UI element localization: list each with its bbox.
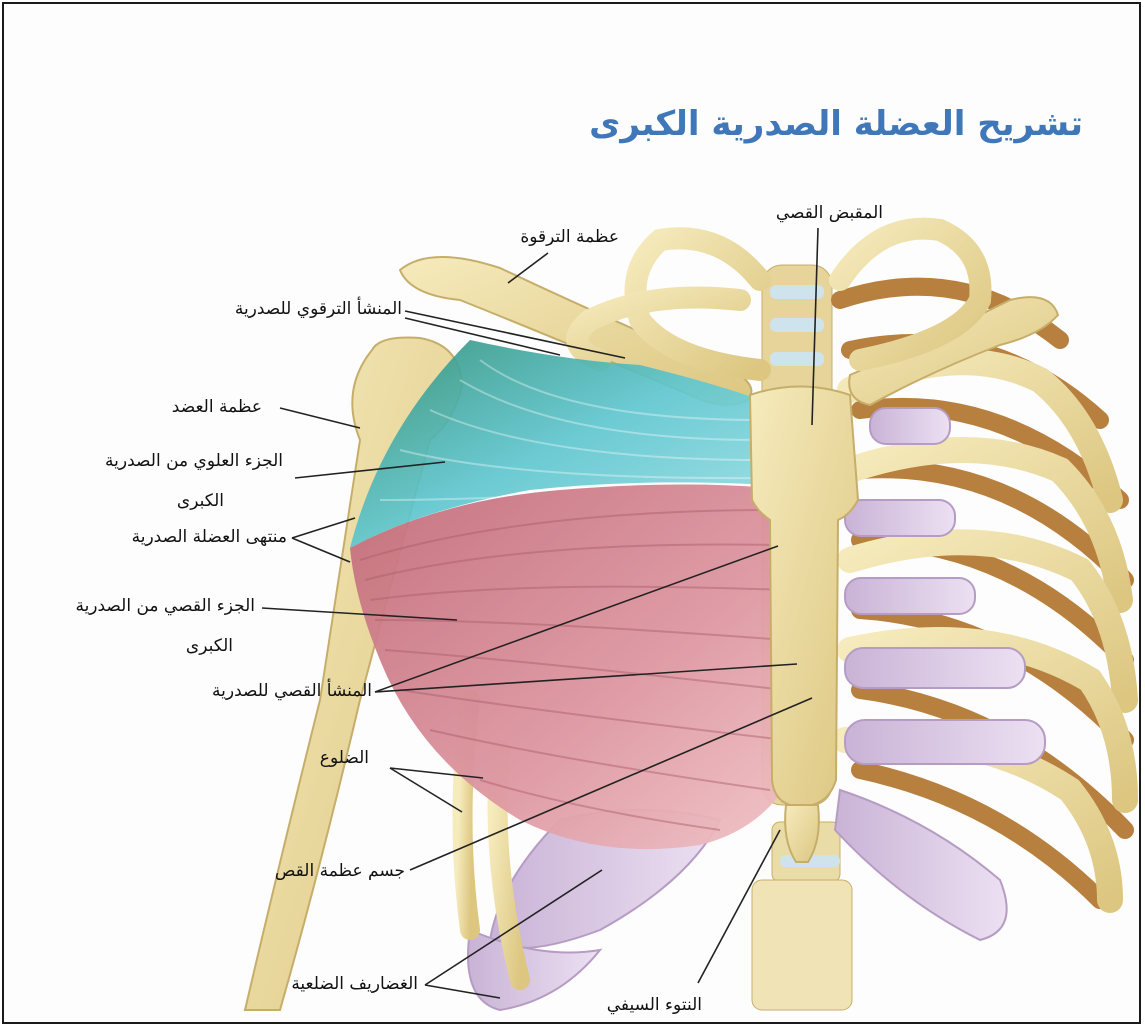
label-sternal-origin: المنشأ القصي للصدرية — [212, 681, 372, 701]
label-sternum-handle: المقبض القصي — [776, 203, 883, 223]
label-sternum-body: جسم عظمة القص — [275, 861, 405, 881]
label-muscle-insertion: منتهى العضلة الصدرية — [132, 527, 287, 547]
label-humerus: عظمة العضد — [172, 397, 262, 417]
label-xiphoid-process: النتوء السيفي — [607, 995, 702, 1015]
label-upper-part-line2: الكبرى — [177, 491, 224, 511]
label-costal-cartilages: الغضاريف الضلعية — [291, 974, 418, 994]
label-sternal-part-line2: الكبرى — [186, 636, 233, 656]
label-clavicular-origin: المنشأ الترقوي للصدرية — [235, 299, 402, 319]
label-sternal-part-line1: الجزء القصي من الصدرية — [75, 596, 255, 616]
label-upper-part-line1: الجزء العلوي من الصدرية — [105, 451, 283, 471]
costal-cartilages-right — [835, 408, 1045, 940]
label-clavicle: عظمة الترقوة — [520, 227, 619, 247]
label-ribs: الضلوع — [320, 748, 369, 768]
